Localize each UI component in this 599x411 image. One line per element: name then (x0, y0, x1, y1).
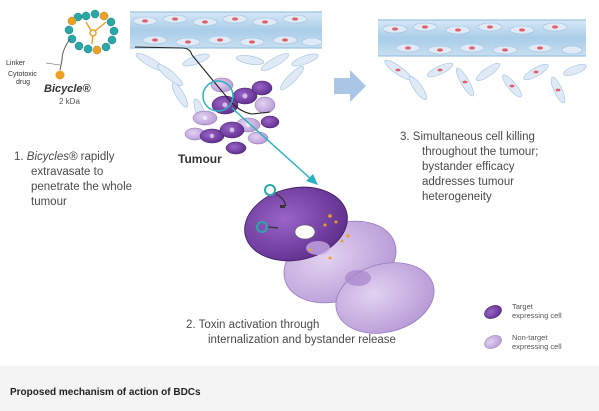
step-2-text: 2. Toxin activation through internalizat… (186, 318, 446, 348)
step-2-line2: internalization and bystander release (208, 334, 396, 346)
blood-vessel-right (378, 19, 586, 57)
step-1-line4: tumour (31, 196, 67, 208)
bicycle-name: Bicycle® (44, 83, 91, 95)
zoom-arrow (231, 107, 313, 181)
tissue-nuclei-right (395, 68, 561, 92)
legend-nontarget-line2: expressing cell (512, 341, 562, 351)
step-3-line3: bystander efficacy (422, 161, 515, 173)
process-arrow (334, 70, 366, 102)
step-1-line3: penetrate the whole (31, 181, 133, 193)
step-1-text: 1. Bicycles® rapidly extravasate to pene… (14, 150, 174, 210)
linker-label: Linker (6, 60, 26, 67)
step-2-line1: 2. Toxin activation through (186, 319, 320, 331)
tissue-cells-right (384, 59, 587, 104)
legend-target-line1: Target (512, 302, 533, 311)
legend-nontarget-label: Non-target expressing cell (512, 333, 562, 351)
step-3-line2: throughout the tumour; (422, 146, 539, 158)
blood-vessel-left (130, 11, 323, 49)
figure-caption: Proposed mechanism of action of BDCs (10, 387, 201, 398)
step-1-number: 1. (14, 151, 24, 163)
legend-nontarget-line1: Non-target (512, 333, 548, 342)
cytotoxic-label-2: drug (16, 79, 31, 86)
legend-target-swatch (484, 305, 502, 319)
step-3-line1: 3. Simultaneous cell killing (400, 131, 535, 143)
legend-target-label: Target expressing cell (512, 302, 562, 320)
step-3-line5: heterogeneity (422, 191, 492, 203)
tumour-cluster (134, 46, 280, 155)
step-3-text: 3. Simultaneous cell killing throughout … (400, 130, 595, 205)
zoom-arrow-head (306, 174, 318, 185)
tumour-label: Tumour (178, 152, 222, 166)
step-1-line1-rest: rapidly (77, 151, 115, 163)
step-1-bicycles: Bicycles® (26, 151, 78, 163)
step-3-line4: addresses tumour (422, 176, 515, 188)
legend-target-line2: expressing cell (512, 310, 562, 320)
cytotoxic-label-1: Cytotoxic (8, 71, 37, 78)
scaffold (85, 21, 107, 45)
bicycle-molecule (45, 9, 119, 80)
step-1-line2: extravasate to (31, 166, 104, 178)
bicycle-mass: 2 kDa (59, 97, 80, 106)
legend-nontarget-swatch (484, 335, 502, 349)
zoomed-cells (244, 184, 435, 334)
footer-band (0, 366, 599, 411)
